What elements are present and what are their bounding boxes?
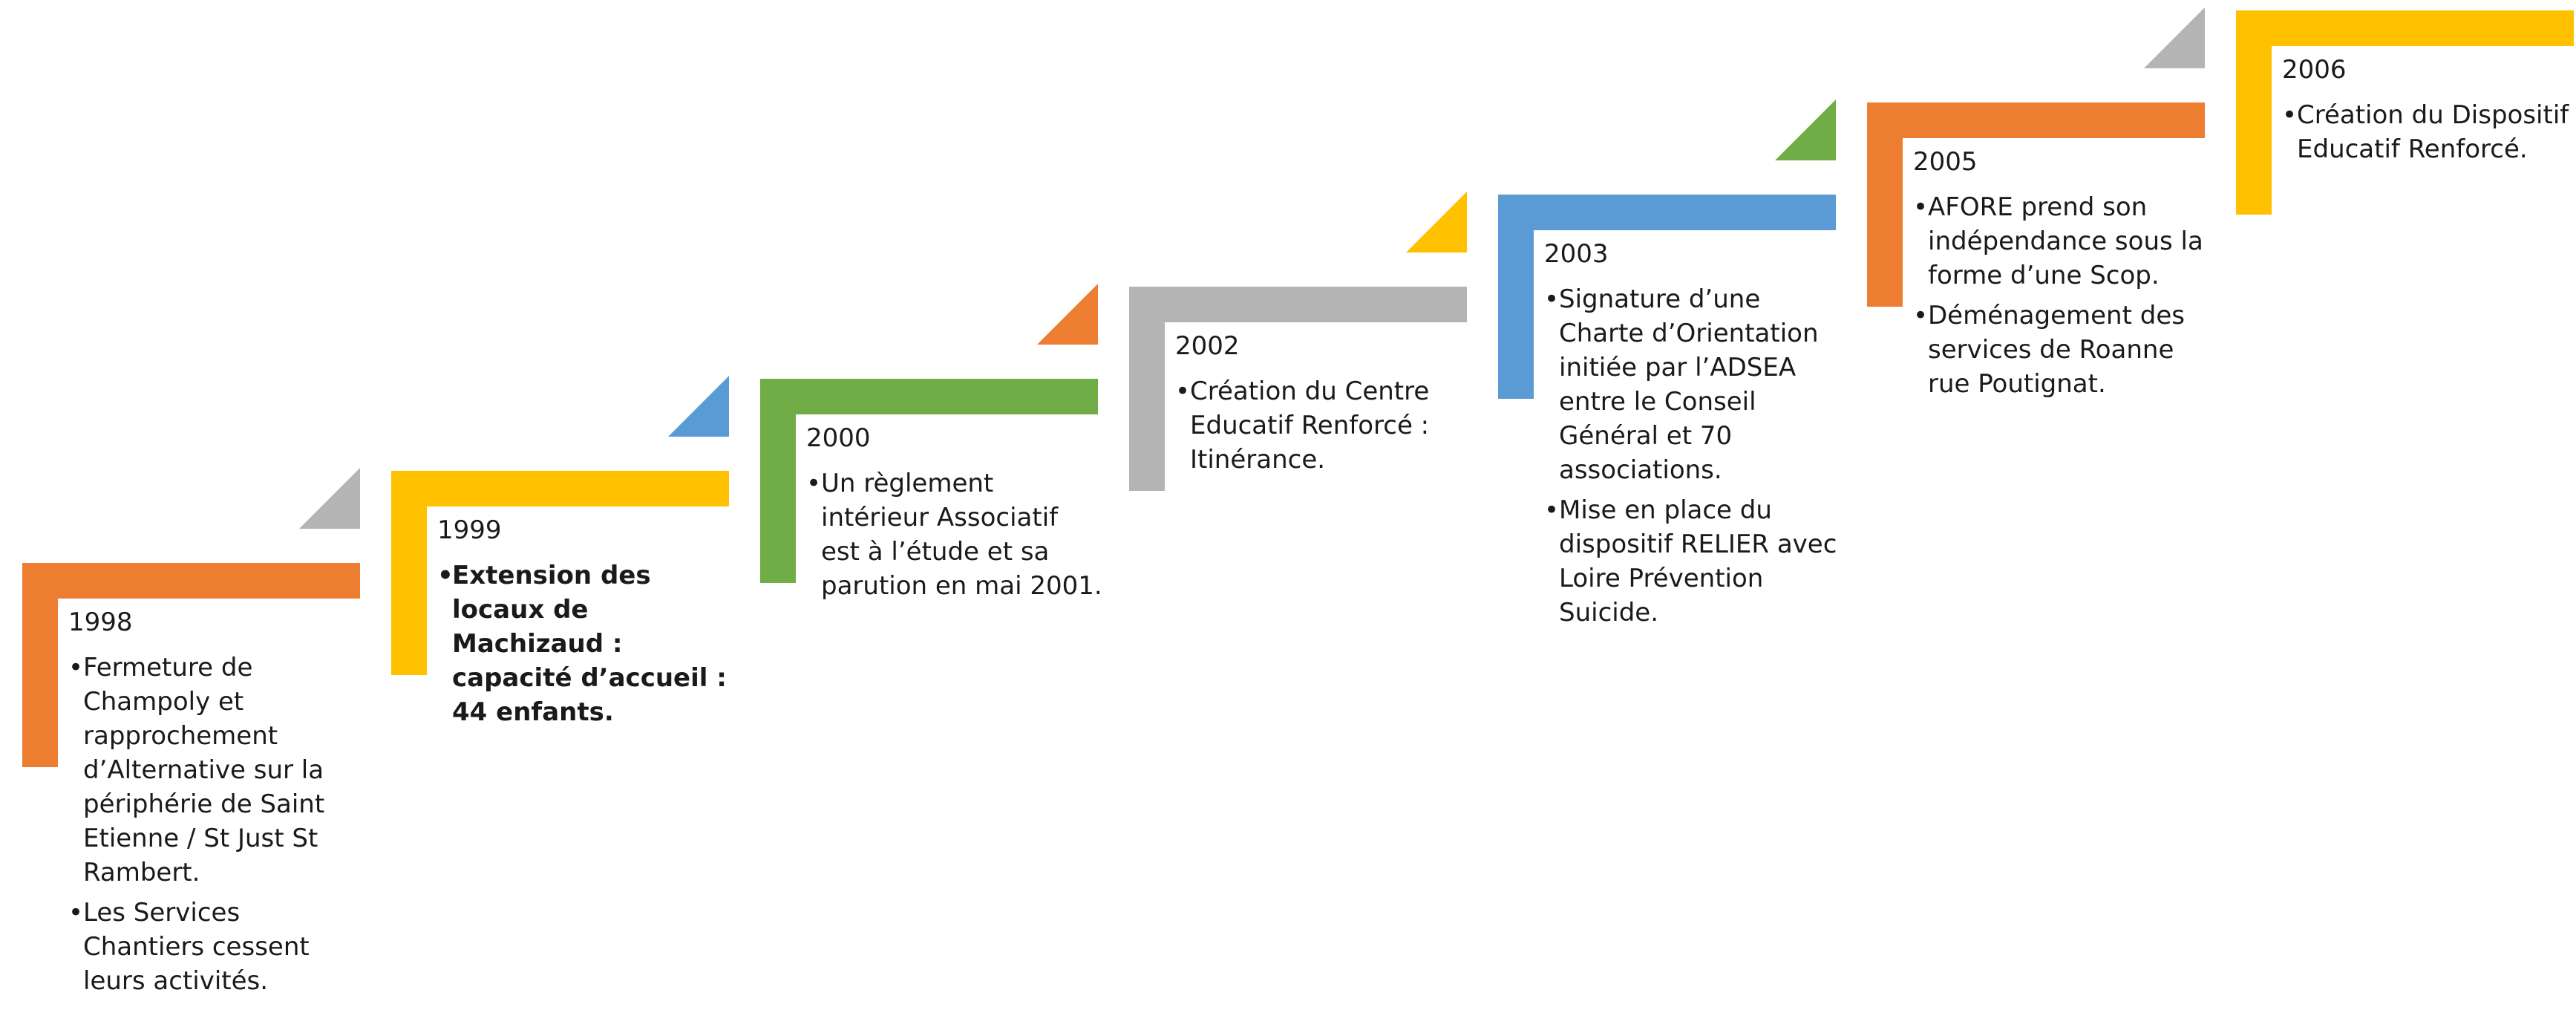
step-top-bar — [391, 471, 729, 506]
step-corner-triangle — [1406, 192, 1467, 252]
step-bullet-item: Création du Centre Educatif Renforcé : I… — [1175, 374, 1472, 477]
step-bullet-item: Mise en place du dispositif RELIER avec … — [1544, 493, 1841, 630]
timeline-step-2002: 2002Création du Centre Educatif Renforcé… — [1129, 287, 1478, 732]
step-bullet-item: Les Services Chantiers cessent leurs act… — [68, 896, 365, 998]
step-bullet-list: Extension des locaux de Machizaud : capa… — [437, 558, 734, 735]
step-side-bar — [1498, 195, 1534, 399]
step-top-bar — [1498, 195, 1836, 230]
step-bullet-item: Déménagement des services de Roanne rue … — [1913, 299, 2210, 401]
step-bullet-list: Création du Centre Educatif Renforcé : I… — [1175, 374, 1472, 483]
step-bullet-list: Un règlement intérieur Associatif est à … — [806, 466, 1103, 609]
step-top-bar — [22, 563, 360, 599]
step-year: 1998 — [68, 607, 133, 637]
step-side-bar — [1867, 102, 1903, 307]
step-bullet-list: Création du Dispositif Educatif Renforcé… — [2282, 98, 2576, 172]
step-bullet-item: Un règlement intérieur Associatif est à … — [806, 466, 1103, 603]
step-corner-triangle — [2144, 7, 2205, 68]
step-bullet-list: Signature d’une Charte d’Orientation ini… — [1544, 282, 1841, 636]
step-bullet-item: AFORE prend son indépendance sous la for… — [1913, 190, 2210, 293]
step-side-bar — [1129, 287, 1165, 491]
step-corner-triangle — [299, 468, 360, 529]
step-bullet-item: Extension des locaux de Machizaud : capa… — [437, 558, 734, 729]
step-side-bar — [760, 379, 796, 583]
step-top-bar — [1867, 102, 2205, 138]
step-top-bar — [2236, 10, 2574, 46]
step-year: 2005 — [1913, 147, 1978, 177]
step-bullet-list: Fermeture de Champoly et rapprochement d… — [68, 651, 365, 1004]
step-year: 1999 — [437, 515, 502, 545]
timeline-step-1998: 1998Fermeture de Champoly et rapprocheme… — [22, 563, 371, 1008]
step-corner-triangle — [1037, 284, 1098, 345]
step-year: 2006 — [2282, 55, 2347, 85]
step-side-bar — [391, 471, 427, 675]
timeline-step-2003: 2003Signature d’une Charte d’Orientation… — [1498, 195, 1847, 640]
step-bullet-item: Fermeture de Champoly et rapprochement d… — [68, 651, 365, 890]
timeline-step-2005: 2005AFORE prend son indépendance sous la… — [1867, 102, 2216, 548]
step-bullet-list: AFORE prend son indépendance sous la for… — [1913, 190, 2210, 407]
timeline-step-2000: 2000 Un règlement intérieur Associatif es… — [760, 379, 1109, 824]
timeline-step-2006: 2006Création du Dispositif Educatif Renf… — [2236, 10, 2576, 456]
step-year: 2003 — [1544, 239, 1609, 269]
step-bullet-item: Création du Dispositif Educatif Renforcé… — [2282, 98, 2576, 166]
timeline-step-1999: 1999Extension des locaux de Machizaud : … — [391, 471, 740, 916]
step-top-bar — [760, 379, 1098, 414]
step-top-bar — [1129, 287, 1467, 322]
step-year: 2002 — [1175, 331, 1240, 361]
step-side-bar — [2236, 10, 2272, 215]
step-corner-triangle — [1775, 100, 1836, 160]
step-corner-triangle — [668, 376, 729, 437]
step-bullet-item: Signature d’une Charte d’Orientation ini… — [1544, 282, 1841, 487]
step-year: 2000 — [806, 423, 871, 453]
step-side-bar — [22, 563, 58, 767]
